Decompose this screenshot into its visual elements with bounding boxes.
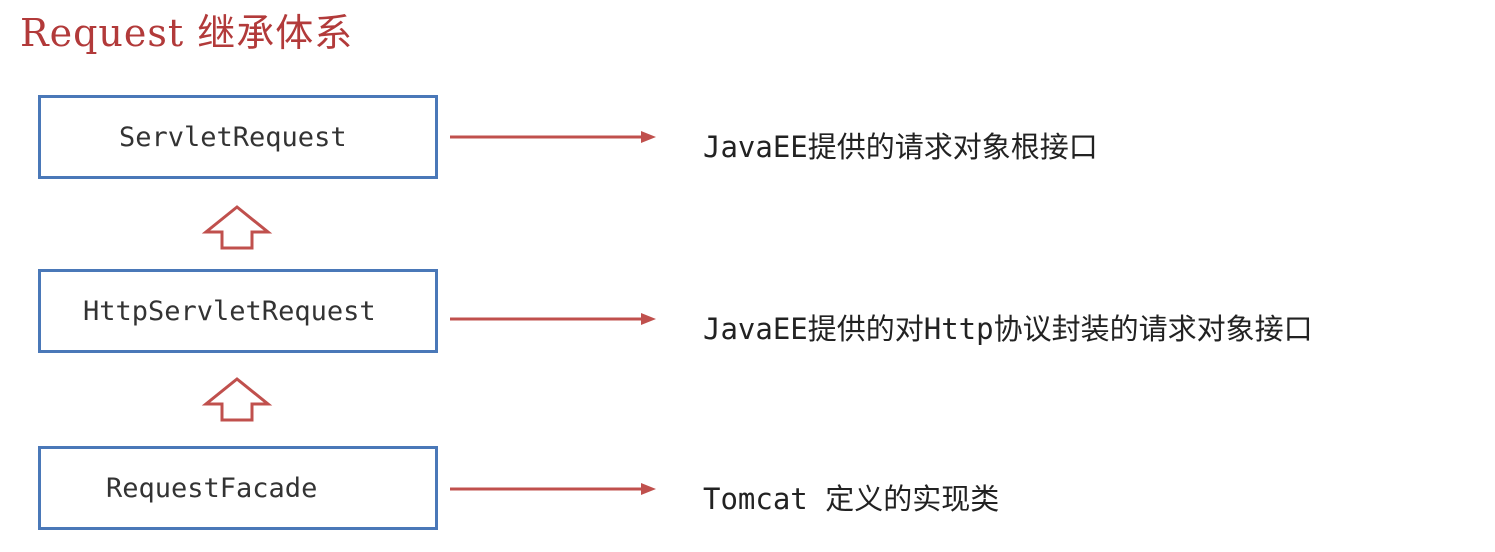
node-description-servlet-request: JavaEE提供的请求对象根接口 <box>703 130 1098 164</box>
node-description-request-facade: Tomcat 定义的实现类 <box>703 482 1000 516</box>
node-box-request-facade: RequestFacade <box>38 446 438 530</box>
inheritance-arrow-icon <box>201 377 273 422</box>
description-arrow-icon <box>450 131 656 143</box>
node-label-servlet-request: ServletRequest <box>119 121 347 153</box>
node-label-request-facade: RequestFacade <box>106 472 318 504</box>
node-label-http-servlet-request: HttpServletRequest <box>83 295 376 327</box>
diagram-title: Request 继承体系 <box>20 11 354 55</box>
node-box-http-servlet-request: HttpServletRequest <box>38 269 438 353</box>
node-description-http-servlet-request: JavaEE提供的对Http协议封装的请求对象接口 <box>703 312 1313 346</box>
inheritance-arrow-icon <box>201 205 273 250</box>
node-box-servlet-request: ServletRequest <box>38 95 438 179</box>
description-arrow-icon <box>450 483 656 495</box>
description-arrow-icon <box>450 313 656 325</box>
